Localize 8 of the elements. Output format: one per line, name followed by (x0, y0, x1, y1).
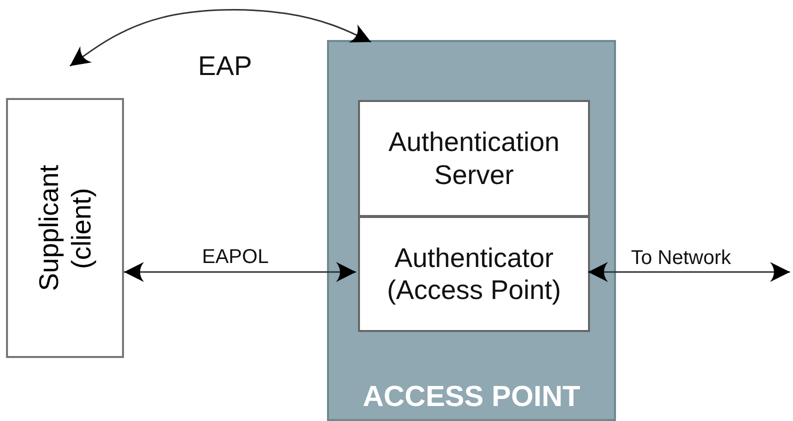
box-label: Authenticator (Access Point) (386, 242, 562, 306)
access-point-panel (327, 40, 616, 421)
server-box (358, 100, 590, 217)
panel-title: ACCESS POINT (362, 380, 582, 415)
supplicant-box (6, 98, 124, 358)
box-label: Supplicant (client) (32, 164, 98, 294)
authenticator-box (358, 216, 590, 332)
box-label: Authentication Server (387, 126, 561, 191)
